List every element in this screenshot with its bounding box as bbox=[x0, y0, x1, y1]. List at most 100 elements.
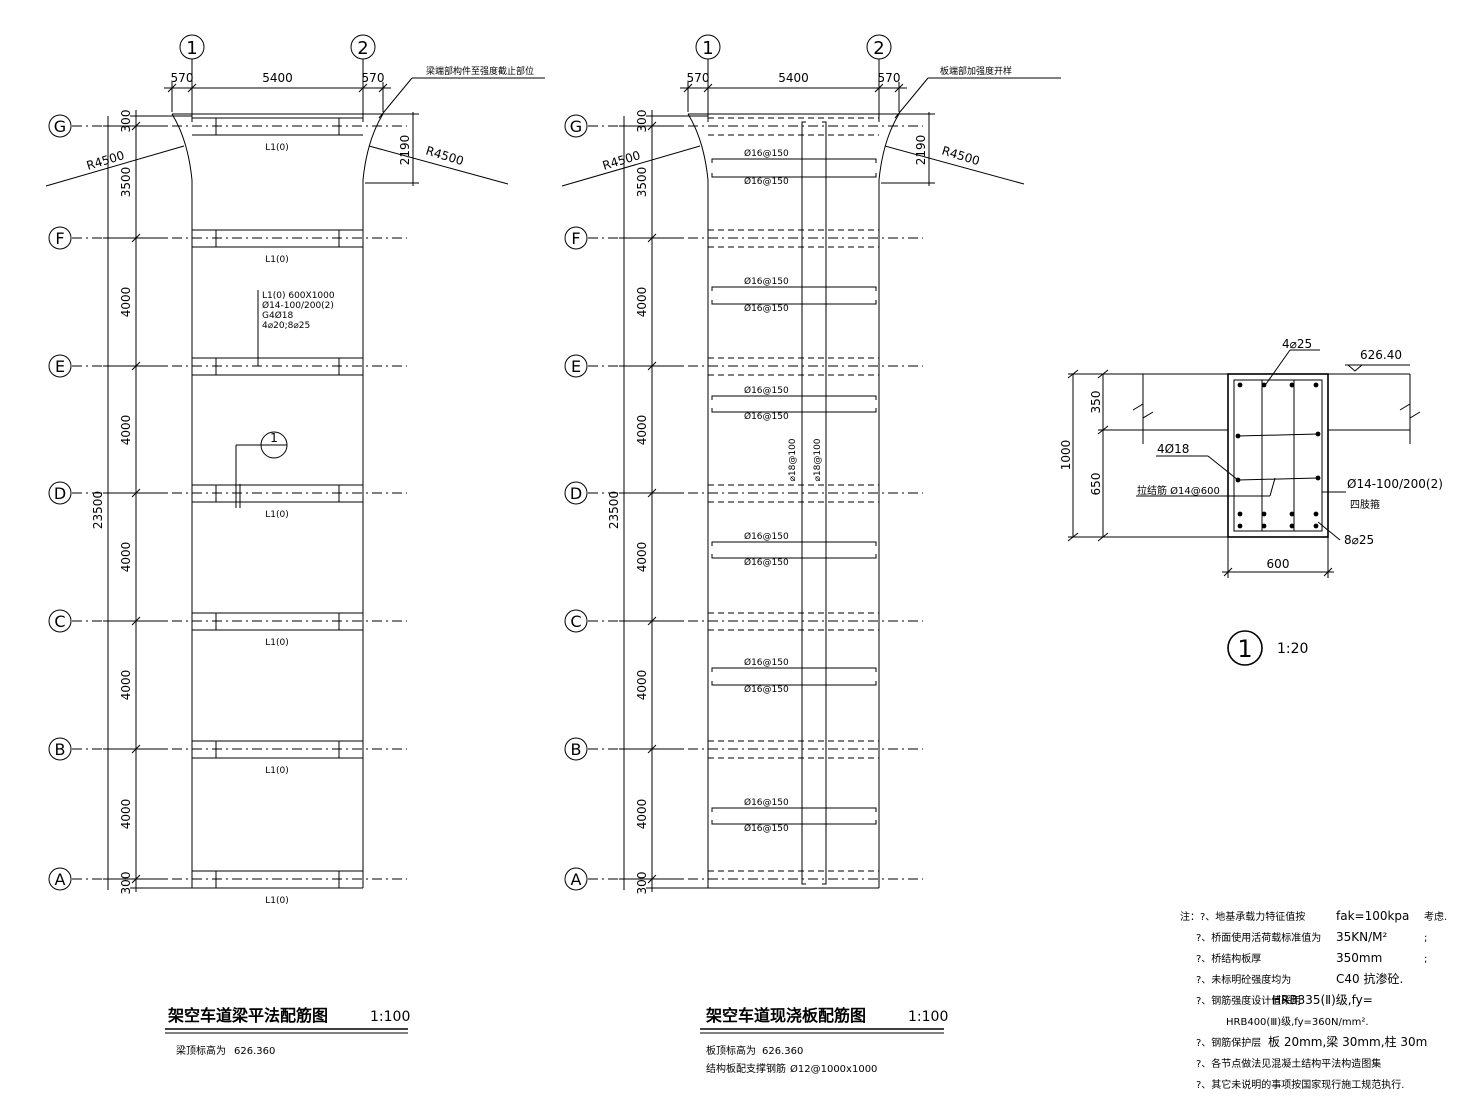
axis-row-label: C bbox=[570, 612, 581, 631]
dim-tick bbox=[358, 83, 368, 93]
dim-row-seg: 300 bbox=[635, 872, 649, 895]
axis-row-label: F bbox=[571, 229, 580, 248]
note-value: HRB335(Ⅱ)级,fy= bbox=[1272, 993, 1373, 1007]
dim-row-seg: 4000 bbox=[119, 415, 133, 446]
top-bars-label: 4⌀25 bbox=[1282, 337, 1312, 351]
dim-top-right: 570 bbox=[362, 71, 385, 85]
section-scale: 1:20 bbox=[1277, 641, 1308, 657]
axis-bubble-row bbox=[48, 114, 72, 138]
elev-note-value: 626.360 bbox=[762, 1046, 803, 1057]
slab-bar-label: Ø16@150 bbox=[744, 557, 789, 568]
vertical-bar-label: ⌀18@100 bbox=[788, 438, 798, 481]
slab-bar-label: Ø16@150 bbox=[744, 823, 789, 834]
slab-bar-label: Ø16@150 bbox=[744, 531, 789, 542]
slab-bar-top bbox=[711, 807, 877, 812]
note-line: ?、钢筋保护层 bbox=[1196, 1036, 1261, 1049]
note-suffix: 考虑. bbox=[1424, 911, 1447, 923]
note-line: ?、桥结构板厚 bbox=[1196, 952, 1261, 965]
dim-total: 23500 bbox=[91, 491, 105, 529]
bottom-bars-label: 8⌀25 bbox=[1344, 533, 1374, 547]
axis-col-label: 2 bbox=[873, 38, 884, 59]
slab-bar-top bbox=[711, 158, 877, 163]
slab-bar-top bbox=[711, 667, 877, 672]
axis-row-label: D bbox=[54, 484, 66, 503]
axis-bubble-row bbox=[564, 737, 588, 761]
dim-tick bbox=[874, 83, 884, 93]
axis-bubble-row bbox=[48, 226, 72, 250]
dim-row-seg: 4000 bbox=[119, 799, 133, 830]
beam-label: L1(0) bbox=[265, 638, 289, 648]
slab-bar-label: Ø16@150 bbox=[744, 797, 789, 808]
plan1-title: 架空车道梁平法配筋图 bbox=[167, 1006, 328, 1025]
slab-bar-label: Ø16@150 bbox=[744, 657, 789, 668]
dim-row-seg: 4000 bbox=[635, 415, 649, 446]
axis-row-label: D bbox=[570, 484, 582, 503]
stirrup-label: Ø14-100/200(2) bbox=[1347, 477, 1443, 491]
vertical-bar-right bbox=[822, 121, 827, 885]
note-leader bbox=[894, 77, 929, 119]
callout-line: L1(0) 600X1000 bbox=[262, 291, 335, 301]
note-suffix: ; bbox=[1424, 954, 1427, 965]
beam-label: L1(0) bbox=[265, 143, 289, 153]
section-mark-circle bbox=[1227, 630, 1263, 666]
axis-col-label: 1 bbox=[702, 38, 713, 59]
radius-leader-left bbox=[561, 145, 701, 187]
dim-row-seg: 4000 bbox=[635, 287, 649, 318]
dim-tick bbox=[187, 83, 197, 93]
dim-top-left: 570 bbox=[171, 71, 194, 85]
vertical-bar-label: ⌀18@100 bbox=[813, 438, 823, 481]
left-flare bbox=[171, 113, 193, 181]
dim-tick bbox=[167, 83, 177, 93]
plan2-scale: 1:100 bbox=[908, 1009, 948, 1025]
slab-bar-top bbox=[711, 286, 877, 291]
dim-row-seg: 300 bbox=[119, 110, 133, 133]
right-flare bbox=[878, 113, 900, 181]
dim-1000: 1000 bbox=[1059, 440, 1073, 471]
beam-label: L1(0) bbox=[265, 255, 289, 265]
dim-row-seg: 4000 bbox=[635, 799, 649, 830]
elev-note-label: 板顶标高为 bbox=[706, 1044, 756, 1057]
note-line: ?、未标明砼强度均为 bbox=[1196, 973, 1291, 986]
axis-row-label: B bbox=[571, 740, 582, 759]
axis-bubble-row bbox=[564, 114, 588, 138]
note-suffix: ; bbox=[1424, 933, 1427, 944]
beam-label: L1(0) bbox=[265, 766, 289, 776]
axis-bubble-row bbox=[48, 737, 72, 761]
axis-bubble-row bbox=[564, 226, 588, 250]
side-bars-label: 4Ø18 bbox=[1157, 442, 1189, 456]
axis-bubble-row bbox=[48, 481, 72, 505]
note-line: 注：?、地基承载力特征值按 bbox=[1180, 910, 1305, 923]
elev-note-label: 梁顶标高为 bbox=[176, 1044, 226, 1057]
axis-col-label: 1 bbox=[186, 38, 197, 59]
slab-bar-bottom bbox=[711, 681, 877, 686]
dim-row-seg: 4000 bbox=[635, 670, 649, 701]
axis-row-label: B bbox=[55, 740, 66, 759]
axis-row-label: G bbox=[570, 117, 582, 136]
section-symbol-number: 1 bbox=[270, 431, 278, 445]
slab-bar-label: Ø16@150 bbox=[744, 303, 789, 314]
note-value: C40 抗渗砼. bbox=[1336, 971, 1403, 986]
note-line: ?、桥面使用活荷载标准值为 bbox=[1196, 931, 1321, 944]
radius-right: R4500 bbox=[424, 143, 465, 168]
dim-tick bbox=[703, 83, 713, 93]
plan1-scale: 1:100 bbox=[370, 1009, 410, 1025]
support-value: Ø12@1000x1000 bbox=[790, 1063, 877, 1075]
slab-bar-label: Ø16@150 bbox=[744, 176, 789, 187]
dim-top-mid: 5400 bbox=[262, 71, 293, 85]
slab-bar-label: Ø16@150 bbox=[744, 276, 789, 287]
slab-bar-label: Ø16@150 bbox=[744, 385, 789, 396]
axis-bubble-row bbox=[564, 481, 588, 505]
note-value: 板 20mm,梁 30mm,柱 30m bbox=[1268, 1034, 1427, 1049]
axis-bubble-row bbox=[564, 609, 588, 633]
note-line: ?、其它未说明的事项按国家现行施工规范执行. bbox=[1196, 1078, 1405, 1091]
axis-row-label: A bbox=[55, 870, 66, 889]
dim-row-seg: 4000 bbox=[119, 287, 133, 318]
dim-row-seg: 4000 bbox=[119, 670, 133, 701]
right-flare bbox=[362, 113, 384, 181]
dim-row-seg: 3500 bbox=[119, 167, 133, 198]
section-mark-number: 1 bbox=[1237, 635, 1252, 663]
radius-leader-left bbox=[45, 145, 185, 187]
section-elevation: 626.40 bbox=[1360, 348, 1402, 362]
slab-bar-label: Ø16@150 bbox=[744, 411, 789, 422]
